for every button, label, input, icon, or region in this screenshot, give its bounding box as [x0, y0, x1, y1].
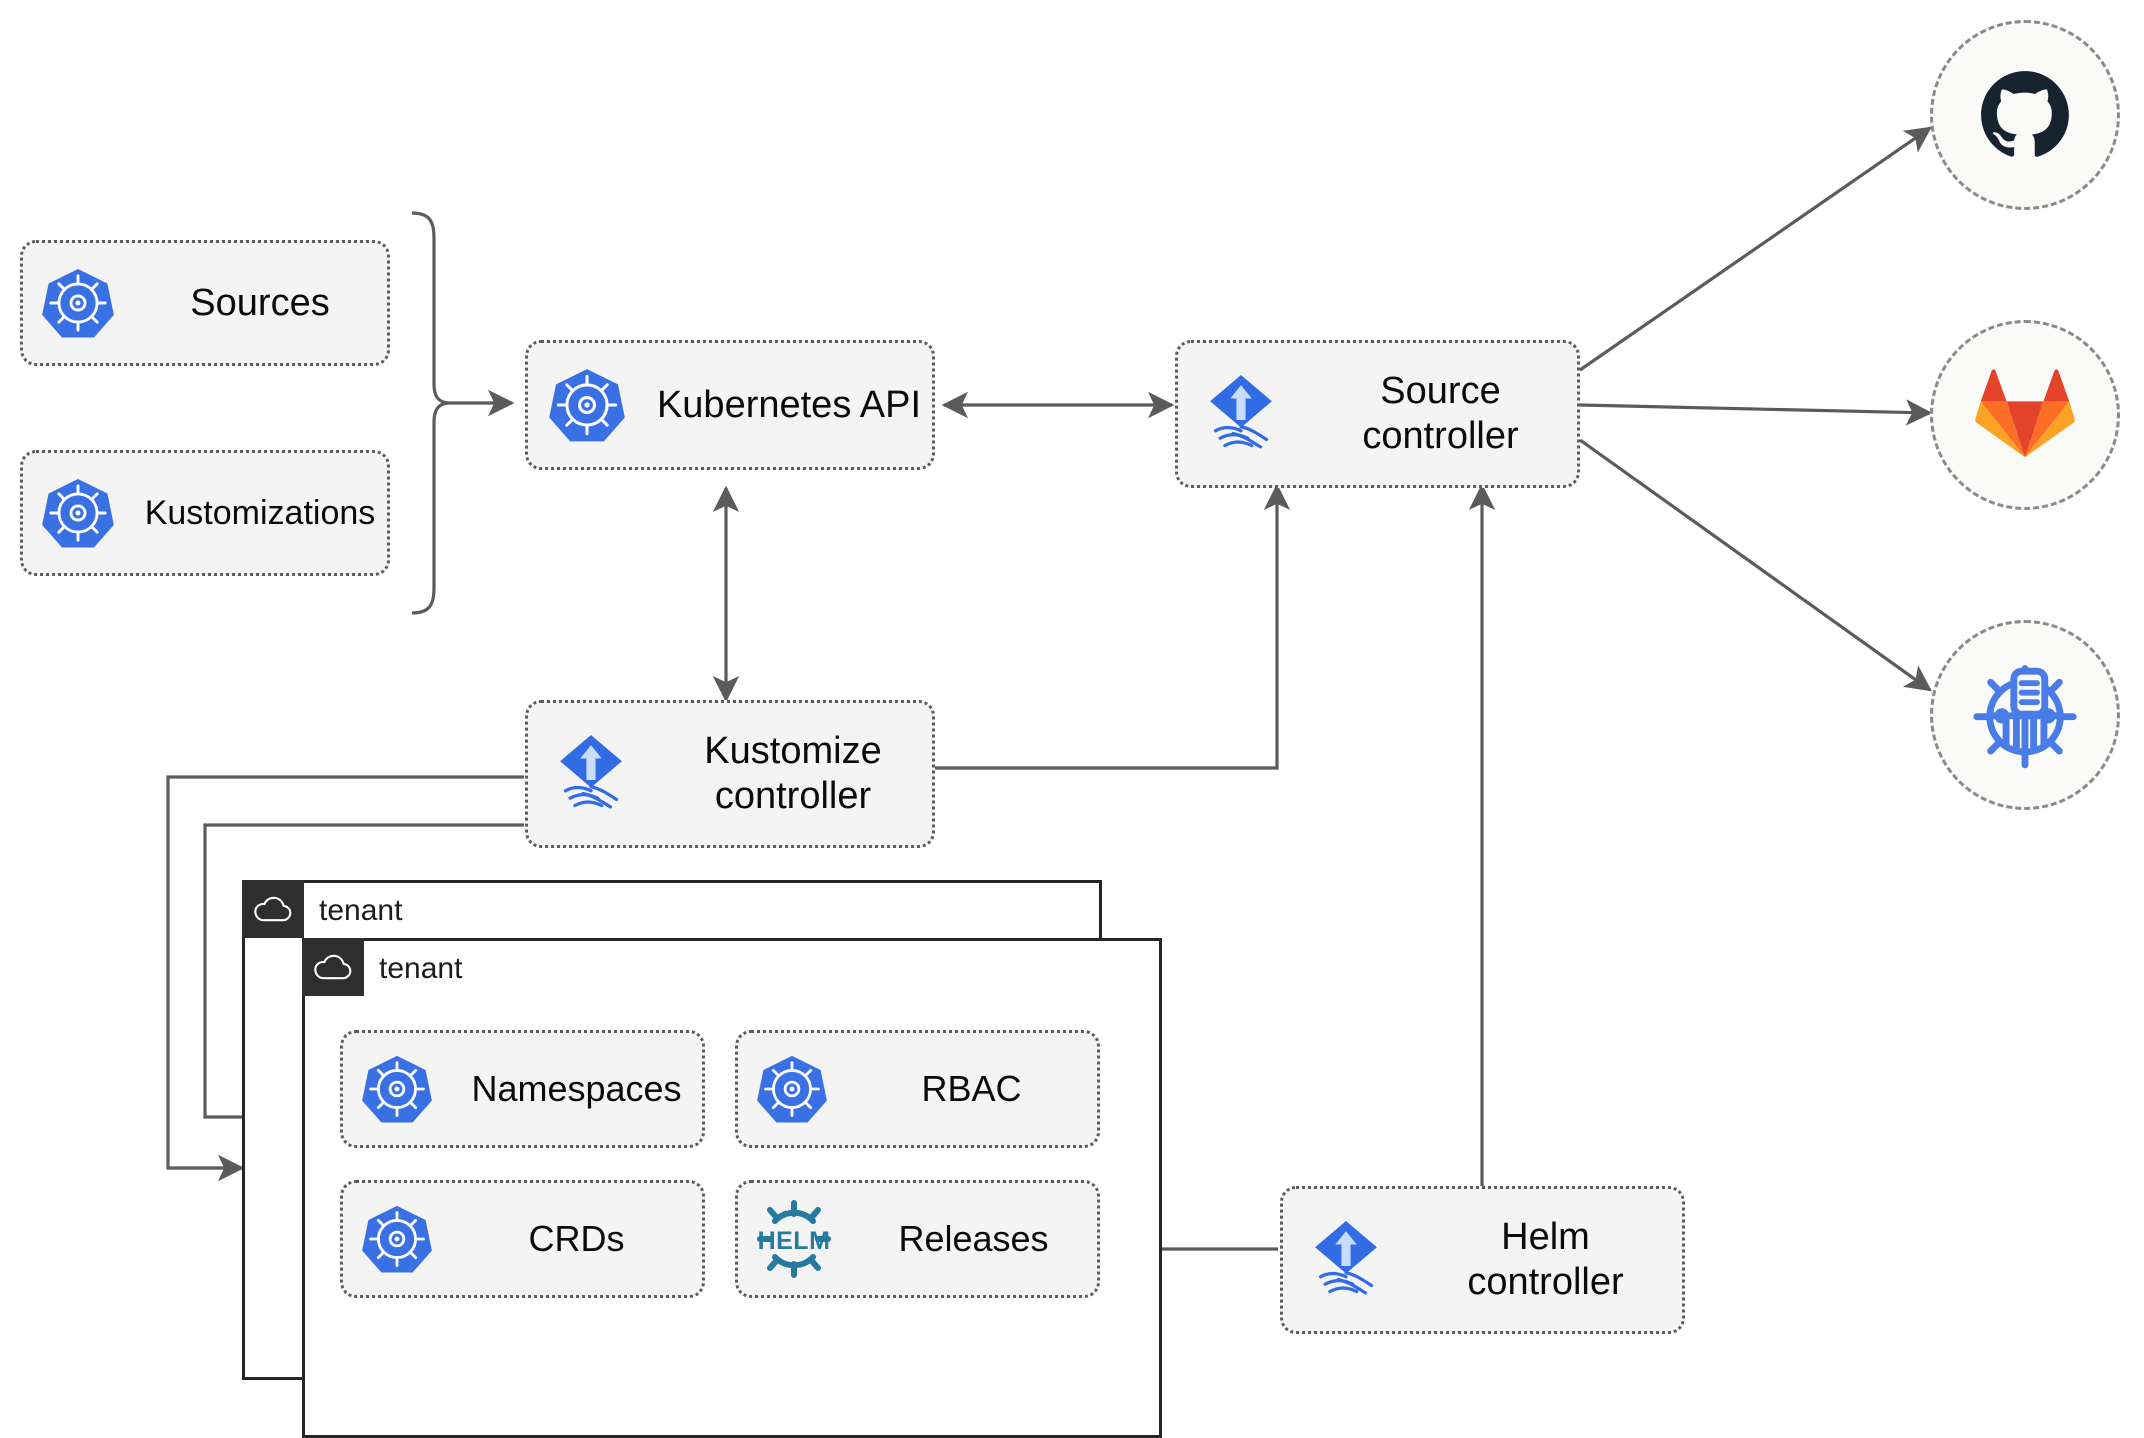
node-kustomizations[interactable]: Kustomizations [20, 450, 390, 576]
edge-source-to-gitlab [1579, 399, 1933, 426]
provider-bucket[interactable] [1930, 620, 2120, 810]
node-label: Kustomizations [144, 493, 376, 532]
kubernetes-icon [528, 366, 646, 444]
kubernetes-icon [343, 1053, 451, 1125]
node-kubernetes-api[interactable]: Kubernetes API [525, 340, 935, 470]
bucket-icon [1973, 665, 2077, 769]
kubernetes-icon [738, 1053, 846, 1125]
edge-inputs-brace [411, 211, 449, 615]
node-source-controller[interactable]: Source controller [1175, 340, 1580, 488]
node-rbac[interactable]: RBAC [735, 1030, 1100, 1148]
node-label: Namespaces [471, 1067, 682, 1109]
helm-icon: HELM [738, 1197, 850, 1281]
node-crds[interactable]: CRDs [340, 1180, 705, 1298]
node-label: Kubernetes API [656, 383, 922, 426]
kubernetes-icon [343, 1203, 451, 1275]
node-helm-controller[interactable]: Helm controller [1280, 1186, 1685, 1334]
node-label: Kustomize controller [704, 730, 882, 817]
github-icon [1981, 71, 2069, 157]
node-label: Source controller [1362, 370, 1519, 457]
node-label: Releases [898, 1217, 1049, 1259]
edge-source-to-bucket [1579, 438, 1932, 692]
diagram-canvas: tenant tenant Sources [20, 20, 2120, 1438]
svg-text:HELM: HELM [758, 1227, 831, 1255]
node-releases[interactable]: HELM Releases [735, 1180, 1100, 1298]
node-namespaces[interactable]: Namespaces [340, 1030, 705, 1148]
edge-source-to-github [1579, 126, 1932, 372]
tenant-label: tenant [379, 951, 463, 985]
cloud-icon [302, 938, 364, 996]
gitlab-icon [1975, 369, 2075, 458]
node-label: Sources [190, 281, 330, 324]
provider-gitlab[interactable] [1930, 320, 2120, 510]
flux-icon [1178, 371, 1304, 457]
tenant-label: tenant [319, 893, 403, 927]
node-label: RBAC [921, 1067, 1022, 1109]
flux-icon [1283, 1217, 1409, 1303]
edge-kustomize-to-source [935, 483, 1291, 770]
node-label: Helm controller [1467, 1216, 1624, 1303]
kubernetes-icon [23, 266, 133, 340]
provider-github[interactable] [1930, 20, 2120, 210]
node-sources[interactable]: Sources [20, 240, 390, 366]
flux-icon [528, 731, 654, 817]
node-label: CRDs [528, 1217, 625, 1259]
node-kustomize-controller[interactable]: Kustomize controller [525, 700, 935, 848]
kubernetes-icon [23, 476, 133, 550]
cloud-icon [242, 880, 304, 938]
